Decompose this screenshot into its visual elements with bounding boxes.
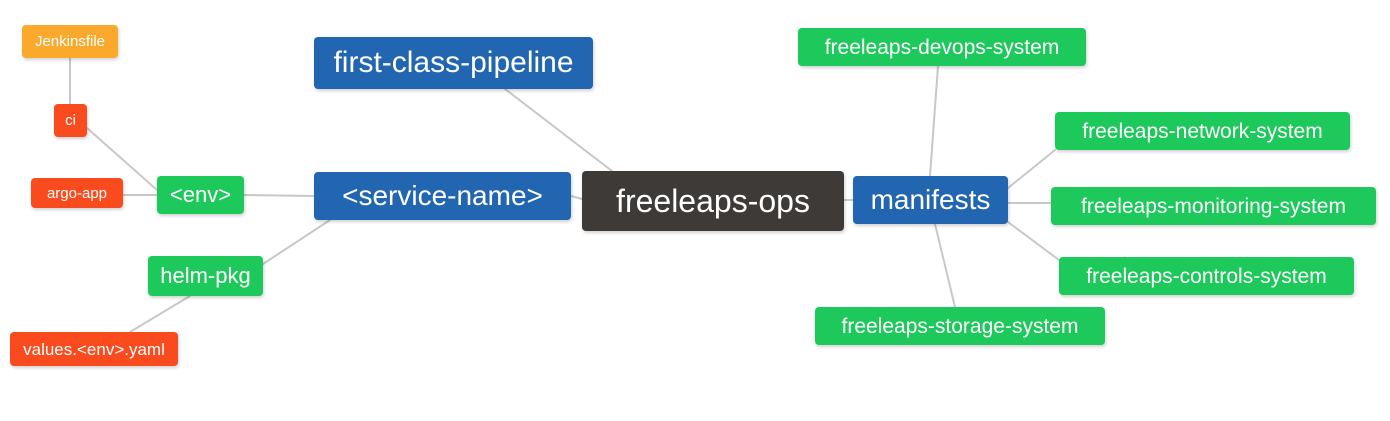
mindmap-node-label: argo-app — [46, 184, 108, 202]
mindmap-node-freeleaps-controls-system[interactable]: freeleaps-controls-system — [1059, 257, 1354, 295]
mindmap-edge-values-yaml-to-helm-pkg — [129, 295, 191, 333]
mindmap-node-helm-pkg[interactable]: helm-pkg — [148, 256, 263, 296]
mindmap-node-label: freeleaps-ops — [616, 183, 810, 219]
mindmap-edge-freeleaps-controls-system-to-manifests — [1007, 221, 1060, 261]
mindmap-node-label: freeleaps-controls-system — [1086, 264, 1327, 288]
mindmap-node-freeleaps-monitoring-system[interactable]: freeleaps-monitoring-system — [1051, 187, 1376, 225]
mindmap-edge-helm-pkg-to-service-name — [262, 219, 331, 265]
mindmap-node-freeleaps-ops[interactable]: freeleaps-ops — [582, 171, 844, 231]
mindmap-node-label: first-class-pipeline — [333, 46, 574, 79]
mindmap-node-label: Jenkinsfile — [34, 33, 106, 50]
mindmap-edge-freeleaps-devops-system-to-manifests — [929, 65, 939, 177]
mindmap-node-label: <env> — [169, 182, 232, 207]
mindmap-node-freeleaps-devops-system[interactable]: freeleaps-devops-system — [798, 28, 1086, 66]
mindmap-node-env[interactable]: <env> — [157, 176, 244, 214]
mindmap-node-label: <service-name> — [342, 180, 543, 211]
mindmap-edge-env-to-service-name — [243, 194, 315, 197]
mindmap-node-label: freeleaps-network-system — [1082, 119, 1323, 143]
mindmap-edge-first-class-pipeline-to-freeleaps-ops — [504, 88, 613, 172]
mindmap-node-label: freeleaps-devops-system — [824, 35, 1060, 59]
mindmap-node-freeleaps-storage-system[interactable]: freeleaps-storage-system — [815, 307, 1105, 345]
mindmap-edge-freeleaps-storage-system-to-manifests — [934, 223, 956, 308]
mindmap-node-first-class-pipeline[interactable]: first-class-pipeline — [314, 37, 593, 89]
mindmap-node-argo-app[interactable]: argo-app — [31, 178, 123, 208]
mindmap-node-values-yaml[interactable]: values.<env>.yaml — [10, 332, 178, 366]
mindmap-node-manifests[interactable]: manifests — [853, 176, 1008, 224]
mindmap-node-freeleaps-network-system[interactable]: freeleaps-network-system — [1055, 112, 1350, 150]
mindmap-node-label: manifests — [870, 184, 991, 215]
mindmap-node-service-name[interactable]: <service-name> — [314, 172, 571, 220]
mindmap-node-label: freeleaps-monitoring-system — [1081, 194, 1346, 218]
mindmap-node-ci[interactable]: ci — [54, 104, 87, 137]
mindmap-node-label: helm-pkg — [160, 263, 251, 288]
mindmap-node-label: freeleaps-storage-system — [841, 314, 1079, 338]
mindmap-node-label: ci — [65, 112, 76, 129]
mindmap-edge-service-name-to-freeleaps-ops — [570, 195, 583, 200]
mindmap-node-label: values.<env>.yaml — [23, 339, 165, 359]
mindmap-node-jenkinsfile[interactable]: Jenkinsfile — [22, 25, 118, 58]
mindmap-edge-freeleaps-network-system-to-manifests — [1007, 149, 1056, 189]
